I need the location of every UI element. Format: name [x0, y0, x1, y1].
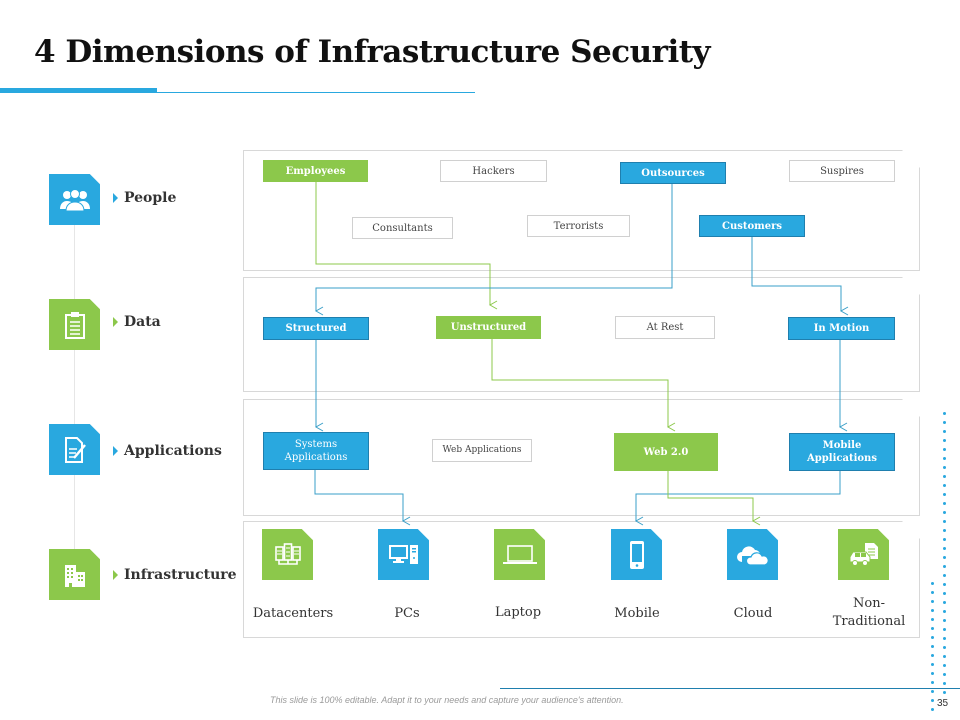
footer-divider: [500, 688, 960, 689]
document-pen-icon: [64, 436, 86, 463]
node-structured[interactable]: Structured: [263, 317, 369, 340]
dimension-icon-data: [49, 299, 100, 350]
laptop-icon: [502, 544, 537, 564]
dimension-connector-line: [74, 225, 75, 555]
dimension-label-people: People: [113, 190, 176, 206]
device-label-laptop: Laptop: [494, 605, 542, 620]
panel-infrastructure: [243, 521, 920, 638]
node-hackers[interactable]: Hackers: [440, 160, 547, 182]
bullet-triangle-icon: [113, 570, 118, 580]
clipboard-icon: [64, 311, 85, 339]
device-icon-laptop[interactable]: [494, 529, 545, 580]
node-unstructured[interactable]: Unstructured: [436, 316, 541, 339]
building-icon: [64, 564, 85, 587]
node-customers[interactable]: Customers: [699, 215, 805, 237]
node-at-rest[interactable]: At Rest: [615, 316, 715, 339]
bullet-triangle-icon: [113, 446, 118, 456]
node-systems-applications[interactable]: Systems Applications: [263, 432, 369, 470]
datacenter-icon: [274, 542, 301, 565]
title-underline: [157, 92, 475, 93]
node-consultants[interactable]: Consultants: [352, 217, 453, 239]
decorative-dots-right: [943, 412, 946, 700]
people-icon: [59, 188, 90, 211]
title-accent-bar: [0, 88, 157, 93]
node-outsources[interactable]: Outsources: [620, 162, 726, 184]
page-title: 4 Dimensions of Infrastructure Security: [34, 34, 711, 70]
vehicle-icon: [849, 542, 878, 566]
device-icon-datacenters[interactable]: [262, 529, 313, 580]
bullet-triangle-icon: [113, 193, 118, 203]
node-in-motion[interactable]: In Motion: [788, 317, 895, 340]
node-mobile-applications[interactable]: Mobile Applications: [789, 433, 895, 471]
cloud-icon: [736, 545, 769, 566]
desktop-pc-icon: [388, 544, 418, 564]
dimension-icon-applications: [49, 424, 100, 475]
footer-note: This slide is 100% editable. Adapt it to…: [270, 695, 624, 705]
dimension-icon-people: [49, 174, 100, 225]
device-icon-mobile[interactable]: [611, 529, 662, 580]
node-web-2-0[interactable]: Web 2.0: [614, 433, 718, 471]
dimension-label-applications: Applications: [113, 443, 222, 459]
device-label-datacenters: Datacenters: [252, 606, 334, 621]
device-label-non-traditional: Non- Traditional: [832, 596, 906, 630]
node-terrorists[interactable]: Terrorists: [527, 215, 630, 237]
page-number: 35: [937, 698, 949, 709]
decorative-dots-left: [931, 582, 934, 717]
device-label-cloud: Cloud: [733, 606, 773, 621]
device-icon-cloud[interactable]: [727, 529, 778, 580]
dimension-label-infrastructure: Infrastructure: [113, 567, 237, 583]
dimension-label-data: Data: [113, 314, 161, 330]
device-icon-non-traditional[interactable]: [838, 529, 889, 580]
node-web-applications[interactable]: Web Applications: [432, 439, 532, 462]
node-employees[interactable]: Employees: [263, 160, 368, 182]
device-label-pcs: PCs: [394, 606, 420, 621]
node-suspires[interactable]: Suspires: [789, 160, 895, 182]
bullet-triangle-icon: [113, 317, 118, 327]
smartphone-icon: [629, 540, 644, 569]
device-icon-pcs[interactable]: [378, 529, 429, 580]
dimension-icon-infrastructure: [49, 549, 100, 600]
device-label-mobile: Mobile: [614, 606, 660, 621]
